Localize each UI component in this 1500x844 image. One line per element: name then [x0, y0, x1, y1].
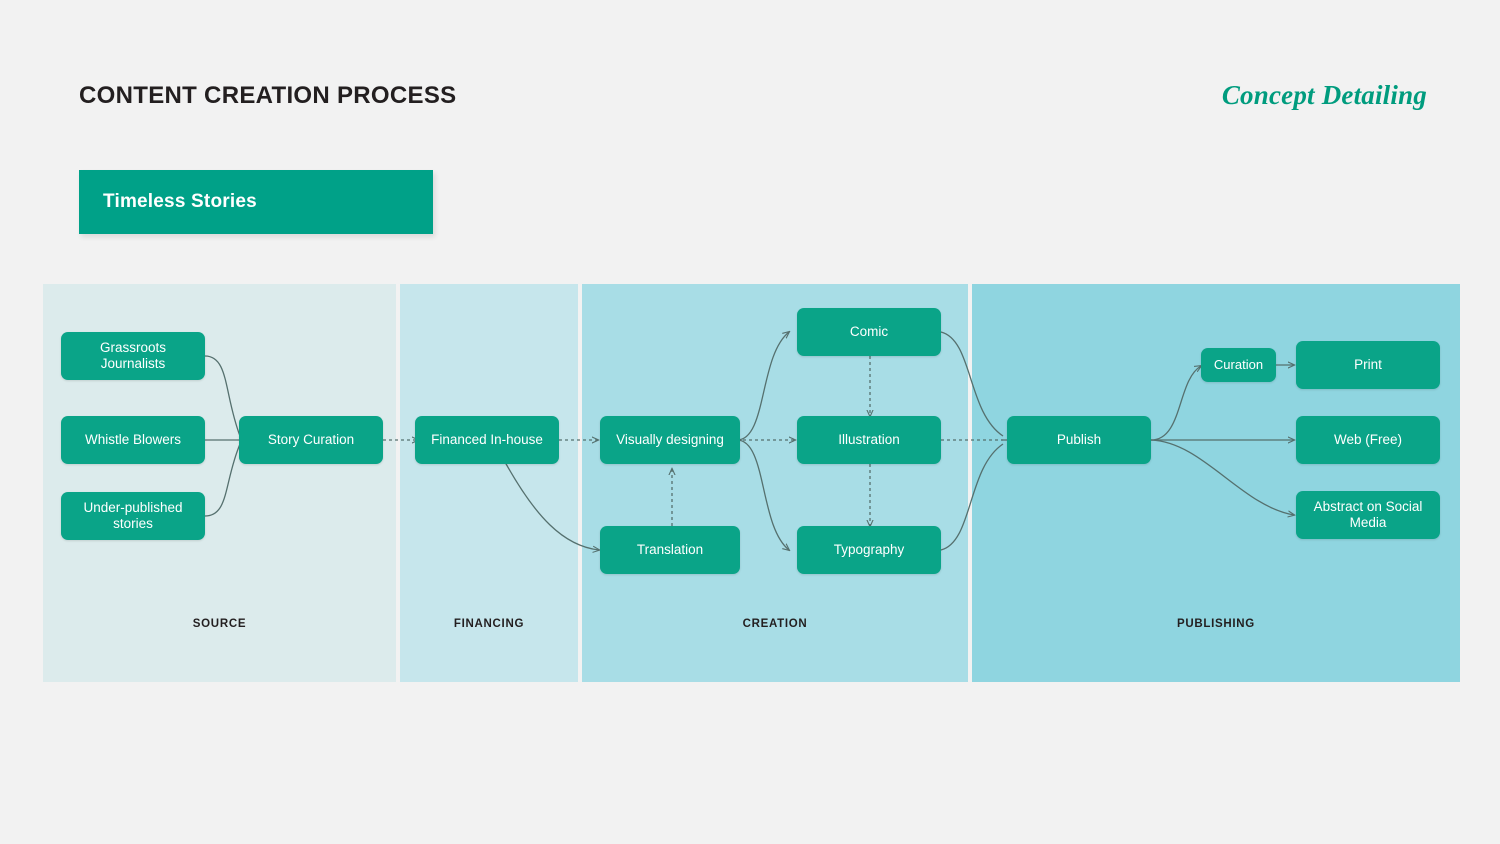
- node-translation[interactable]: Translation: [600, 526, 740, 574]
- node-label: Translation: [636, 541, 704, 557]
- banner-label: Timeless Stories: [103, 191, 257, 212]
- column-label-publishing: PUBLISHING: [1177, 618, 1255, 630]
- node-visually-designing[interactable]: Visually designing: [600, 416, 740, 464]
- node-label: Financed In-house: [431, 431, 543, 447]
- node-label: Curation: [1213, 357, 1264, 373]
- node-print[interactable]: Print: [1296, 341, 1440, 389]
- page-title: CONTENT CREATION PROCESS: [79, 82, 457, 109]
- node-whistle-blowers[interactable]: Whistle Blowers: [61, 416, 205, 464]
- node-grassroots[interactable]: Grassroots Journalists: [61, 332, 205, 380]
- node-label: Publish: [1056, 431, 1102, 447]
- node-label: Grassroots Journalists: [99, 339, 167, 371]
- node-label: Story Curation: [267, 431, 355, 447]
- node-label: Abstract on Social Media: [1313, 498, 1423, 530]
- node-label: Illustration: [838, 431, 900, 447]
- node-label: Web (Free): [1333, 431, 1402, 447]
- node-publish[interactable]: Publish: [1007, 416, 1151, 464]
- node-label: Comic: [849, 323, 889, 339]
- node-label: Visually designing: [616, 431, 724, 447]
- column-label-financing: FINANCING: [453, 618, 525, 630]
- column-financing: FINANCING: [400, 284, 578, 682]
- node-curation[interactable]: Curation: [1201, 348, 1276, 382]
- node-financed-in-house[interactable]: Financed In-house: [415, 416, 559, 464]
- node-story-curation[interactable]: Story Curation: [239, 416, 383, 464]
- node-under-published-stories[interactable]: Under-published stories: [61, 492, 205, 540]
- node-comic[interactable]: Comic: [797, 308, 941, 356]
- node-label: Typography: [833, 541, 905, 557]
- node-label: Under-published stories: [83, 499, 183, 531]
- node-typography[interactable]: Typography: [797, 526, 941, 574]
- column-label-creation: CREATION: [742, 618, 808, 630]
- node-abstract-social-media[interactable]: Abstract on Social Media: [1296, 491, 1440, 539]
- column-label-source: SOURCE: [192, 618, 247, 630]
- brand-logo: Concept Detailing: [1221, 80, 1427, 110]
- node-web-free[interactable]: Web (Free): [1296, 416, 1440, 464]
- node-label: Print: [1354, 356, 1382, 372]
- process-diagram: SOURCE FINANCING CREATION PUBLISHING: [43, 284, 1460, 682]
- node-illustration[interactable]: Illustration: [797, 416, 941, 464]
- node-label: Whistle Blowers: [84, 431, 182, 447]
- section-banner: Timeless Stories: [79, 170, 433, 234]
